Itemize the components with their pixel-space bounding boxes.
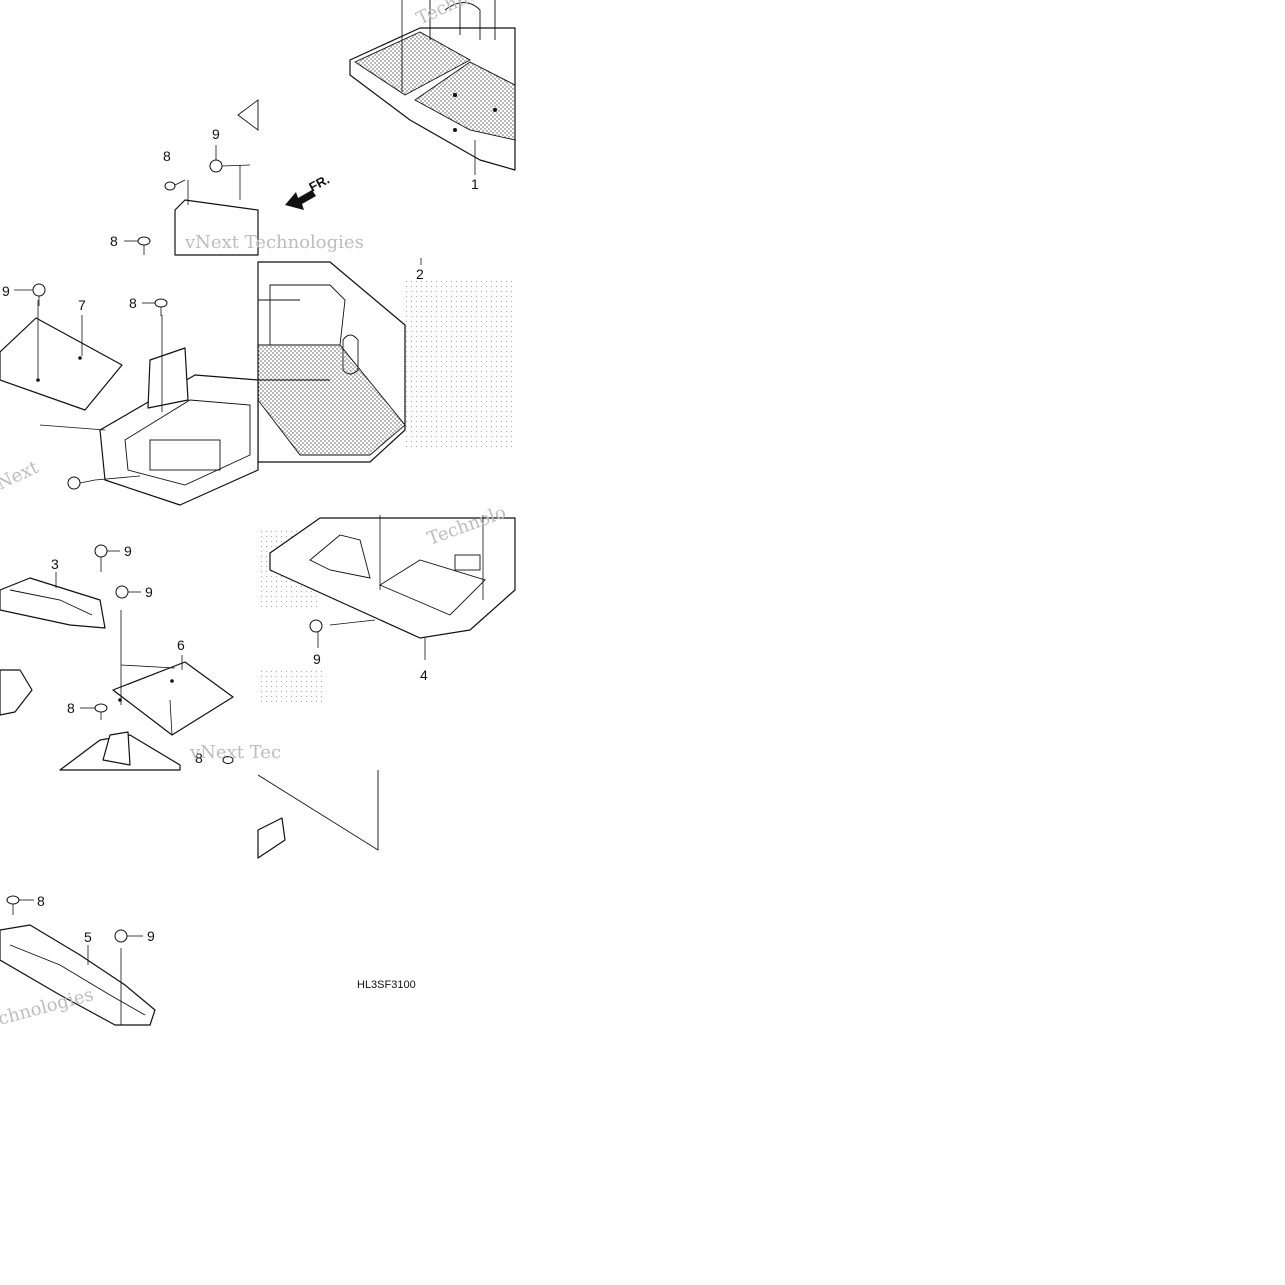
callout-9-g: 9 xyxy=(147,928,155,944)
callout-9-b: 9 xyxy=(2,283,10,299)
callout-6: 6 xyxy=(177,637,185,653)
callout-1: 1 xyxy=(471,176,479,192)
fastener-9-f xyxy=(309,619,323,648)
fastener-9-d xyxy=(94,544,120,572)
callout-8-c: 8 xyxy=(129,295,137,311)
callout-4: 4 xyxy=(420,667,428,683)
callout-8-e: 8 xyxy=(195,750,203,766)
drawing-code: HL3SF3100 xyxy=(357,979,416,991)
callout-8-a: 8 xyxy=(163,148,171,164)
fastener-9-g xyxy=(114,929,143,943)
callout-7: 7 xyxy=(78,297,86,313)
callout-8-b: 8 xyxy=(110,233,118,249)
callout-5: 5 xyxy=(84,929,92,945)
fastener-9-b xyxy=(14,283,46,306)
watermark: Technologies xyxy=(413,0,530,30)
part-1-bed-floor xyxy=(349,0,516,175)
fastener-9-a xyxy=(209,145,251,173)
part-5-long-bracket xyxy=(0,924,156,1026)
callout-8-d: 8 xyxy=(67,700,75,716)
part-lower-right-fragment xyxy=(257,670,379,859)
fastener-8-c xyxy=(142,298,168,316)
part-upper-left-fragment xyxy=(174,99,259,256)
part-left-edge xyxy=(0,669,33,716)
part-7-plate xyxy=(0,300,123,411)
callout-9-f: 9 xyxy=(313,651,321,667)
part-frame-assembly xyxy=(39,315,259,506)
callout-9-c: 9 xyxy=(0,0,6,1)
watermark: chnologies xyxy=(0,984,96,1030)
callout-2: 2 xyxy=(416,266,424,282)
fastener-8-f xyxy=(6,895,34,915)
fastener-9-e xyxy=(115,585,141,599)
watermark: Next xyxy=(0,457,42,495)
fastener-8-d xyxy=(80,703,108,720)
part-4-floor-tray xyxy=(258,515,516,660)
part-6-plate xyxy=(112,610,234,736)
fastener-8-b xyxy=(124,236,151,255)
fastener-9-c xyxy=(67,476,96,490)
watermark: vNext Technologies xyxy=(184,232,364,253)
fastener-8-e xyxy=(222,756,234,764)
part-lower-mechanism xyxy=(59,731,181,771)
callout-8-f: 8 xyxy=(37,893,45,909)
callout-3: 3 xyxy=(51,556,59,572)
part-3-bracket xyxy=(0,572,106,629)
callout-9-d: 9 xyxy=(124,543,132,559)
callout-9-e: 9 xyxy=(145,584,153,600)
fastener-8-a xyxy=(164,179,186,191)
callout-9-a: 9 xyxy=(212,126,220,142)
front-arrow-icon: FR. xyxy=(285,172,332,210)
watermark: vNext Tec xyxy=(189,742,281,763)
part-2-floor-panel xyxy=(257,258,515,463)
